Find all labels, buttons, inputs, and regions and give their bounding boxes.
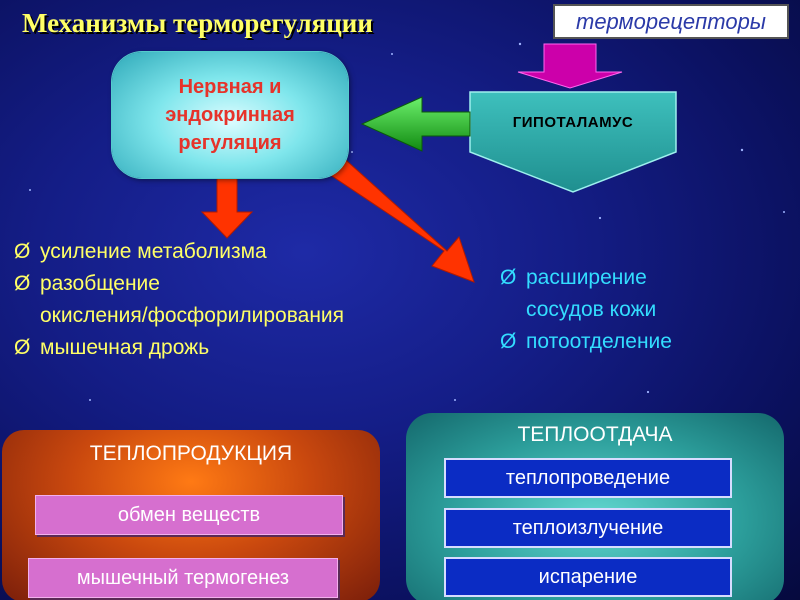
magenta-down-arrow [517,43,623,89]
neural-endocrine-regulation-box: Нервная и эндокринная регуляция [112,52,348,178]
hypothalamus-shape [469,91,677,193]
list-item-text: расширение [526,266,647,289]
list-item: Ø разобщение [14,268,344,300]
list-item-text: потоотделение [526,330,672,353]
list-item: Ø потоотделение [500,326,672,358]
list-item-continuation: сосудов кожи [500,294,672,326]
red-down-arrow [200,169,254,239]
red-diagonal-arrow [322,152,475,283]
neural-line-3: регуляция [178,132,282,154]
bullet-icon: Ø [500,330,517,353]
evaporation-box: испарение [444,557,732,597]
list-item-text: окисления/фосфорилирования [40,304,345,327]
neural-line-1: Нервная и [178,76,282,98]
heat-loss-reactions-list: Ø расширение сосудов кожи Ø потоотделени… [500,262,672,358]
list-item-text: мышечная дрожь [40,336,210,359]
list-item: Ø мышечная дрожь [14,332,344,364]
list-item-text: разобщение [40,272,160,295]
metabolism-box: обмен веществ [35,495,343,535]
list-item-continuation: окисления/фосфорилирования [14,300,344,332]
list-item-text: усиление метаболизма [40,240,267,263]
thermoreceptors-box: терморецепторы [553,4,789,39]
list-item: Ø усиление метаболизма [14,236,344,268]
list-item-text: сосудов кожи [526,298,657,321]
bullet-icon: Ø [14,336,31,359]
neural-line-2: эндокринная [165,104,295,126]
bullet-icon: Ø [14,240,31,263]
hypothalamus-label: ГИПОТАЛАМУС [512,113,634,131]
bullet-icon: Ø [500,266,517,289]
slide-title: Механизмы терморегуляции [22,8,373,38]
muscle-thermogenesis-box: мышечный термогенез [28,558,338,598]
bullet-icon: Ø [14,272,31,295]
conduction-box: теплопроведение [444,458,732,498]
list-item: Ø расширение [500,262,672,294]
heat-production-reactions-list: Ø усиление метаболизма Ø разобщение окис… [14,236,344,364]
green-left-arrow [360,96,471,152]
heat-loss-heading: ТЕПЛООТДАЧА [517,423,673,446]
heat-production-heading: ТЕПЛОПРОДУКЦИЯ [89,442,293,465]
radiation-box: теплоизлучение [444,508,732,548]
